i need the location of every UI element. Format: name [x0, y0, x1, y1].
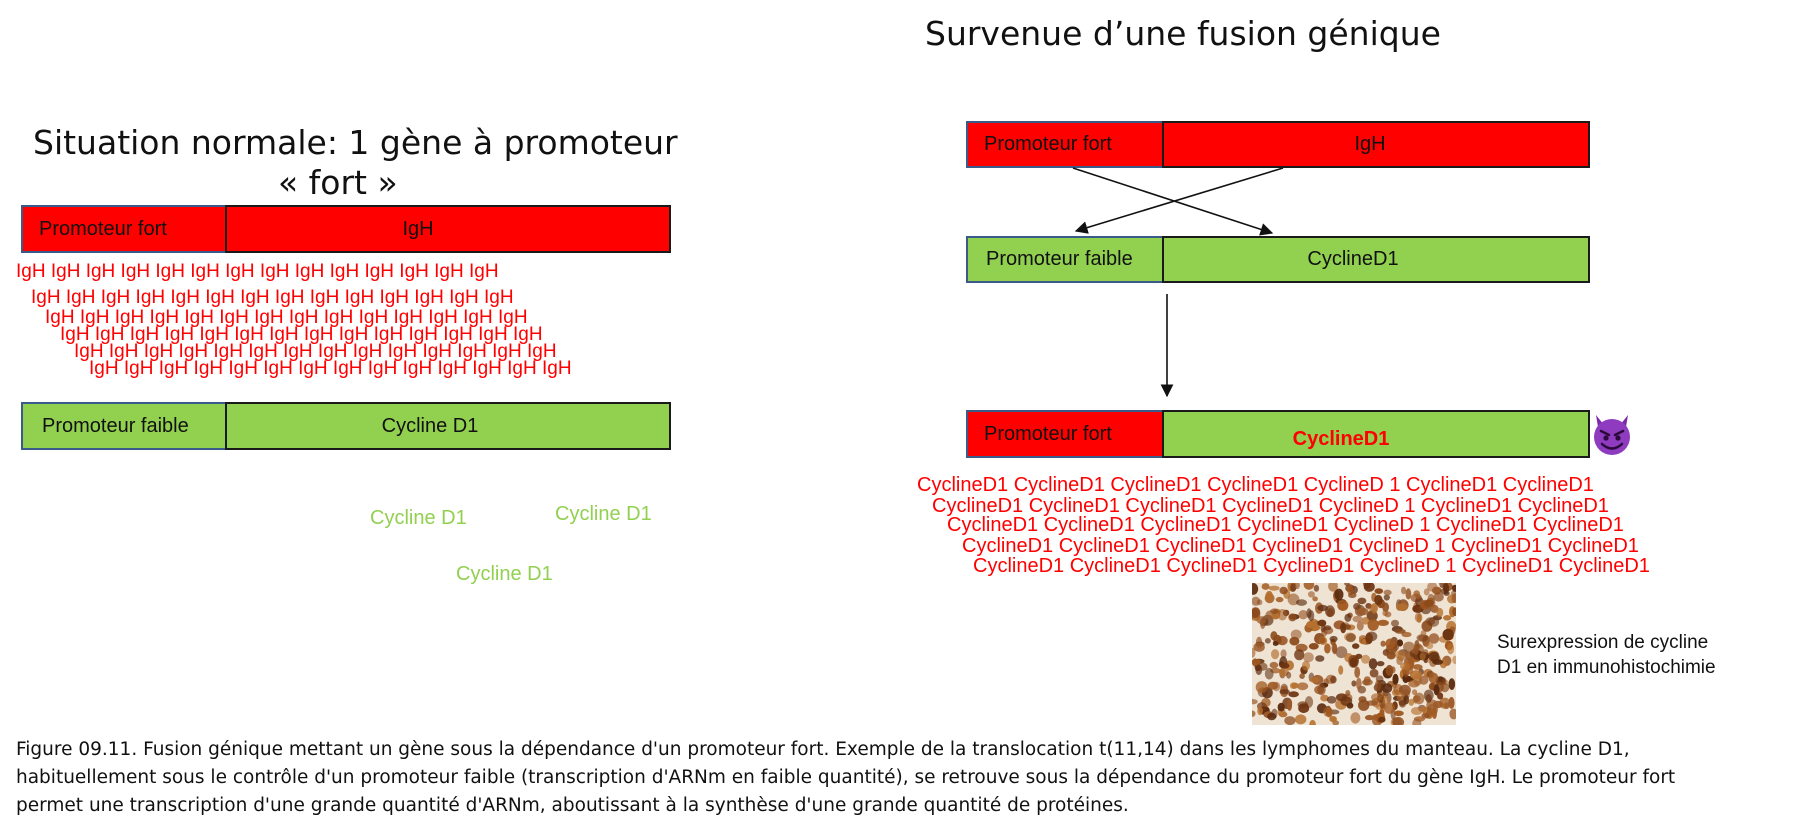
- cycline-transcript-line: CyclineD1 CyclineD1 CyclineD1 CyclineD1 …: [962, 535, 1639, 557]
- cross-arrow-to-cycline: [1072, 167, 1274, 236]
- left-title-line2: « fort »: [278, 163, 398, 202]
- left-cycline-transcript: Cycline D1: [456, 563, 553, 585]
- right-top-igh-gene: IgH: [1162, 121, 1590, 168]
- devil-icon: 😈: [1590, 411, 1634, 457]
- right-mid-cycline-gene: CyclineD1: [1162, 236, 1590, 283]
- cycline-transcript-line: CyclineD1 CyclineD1 CyclineD1 CyclineD1 …: [973, 555, 1650, 577]
- cycline-transcript-line: CyclineD1 CyclineD1 CyclineD1 CyclineD1 …: [932, 495, 1609, 517]
- right-top-igh-gene-label: IgH: [1354, 133, 1386, 155]
- fused-strong-promoter-label: Promoteur fort: [984, 422, 1112, 445]
- igh-transcript-line: IgH IgH IgH IgH IgH IgH IgH IgH IgH IgH …: [45, 307, 528, 328]
- figure-caption: Figure 09.11. Fusion génique mettant un …: [16, 739, 1676, 816]
- left-cycline-transcript: Cycline D1: [555, 503, 652, 525]
- left-igh-gene: IgH: [225, 205, 671, 253]
- left-weak-promoter: Promoteur faible: [21, 402, 227, 450]
- cycline-transcript-line: CyclineD1 CyclineD1 CyclineD1 CyclineD1 …: [917, 474, 1594, 496]
- right-title: Survenue d’une fusion génique: [925, 14, 1441, 53]
- right-mid-cycline-gene-label: CyclineD1: [1307, 248, 1399, 270]
- cycline-transcript-line: CyclineD1 CyclineD1 CyclineD1 CyclineD1 …: [947, 514, 1624, 536]
- left-cycline-gene: Cycline D1: [225, 402, 671, 450]
- left-title-line1: Situation normale: 1 gène à promoteur: [33, 123, 678, 162]
- igh-transcript-line: IgH IgH IgH IgH IgH IgH IgH IgH IgH IgH …: [74, 341, 557, 362]
- cross-arrow-to-promoter: [1074, 167, 1284, 234]
- igh-transcript-line: IgH IgH IgH IgH IgH IgH IgH IgH IgH IgH …: [31, 287, 514, 308]
- fused-cycline-gene-label: CyclineD1: [1292, 427, 1390, 450]
- ihc-micrograph: [1252, 583, 1456, 725]
- fused-cycline-gene: CyclineD1: [1162, 410, 1590, 458]
- igh-transcript-line: IgH IgH IgH IgH IgH IgH IgH IgH IgH IgH …: [60, 324, 543, 345]
- right-mid-promoter: Promoteur faible: [966, 236, 1164, 283]
- left-cycline-transcript: Cycline D1: [370, 507, 467, 529]
- right-top-promoter-label: Promoteur fort: [984, 133, 1112, 155]
- ihc-caption: Surexpression de cycline D1 en immunohis…: [1497, 632, 1716, 678]
- right-top-promoter: Promoteur fort: [966, 121, 1164, 168]
- left-cycline-gene-label: Cycline D1: [381, 414, 479, 437]
- left-strong-promoter: Promoteur fort: [21, 205, 227, 253]
- left-igh-gene-label: IgH: [402, 217, 434, 240]
- igh-transcript-line: IgH IgH IgH IgH IgH IgH IgH IgH IgH IgH …: [16, 261, 499, 282]
- left-strong-promoter-label: Promoteur fort: [39, 217, 167, 240]
- igh-transcript-line: IgH IgH IgH IgH IgH IgH IgH IgH IgH IgH …: [89, 358, 572, 379]
- right-mid-promoter-label: Promoteur faible: [986, 248, 1133, 270]
- left-weak-promoter-label: Promoteur faible: [42, 414, 189, 437]
- fused-strong-promoter: Promoteur fort: [966, 410, 1164, 458]
